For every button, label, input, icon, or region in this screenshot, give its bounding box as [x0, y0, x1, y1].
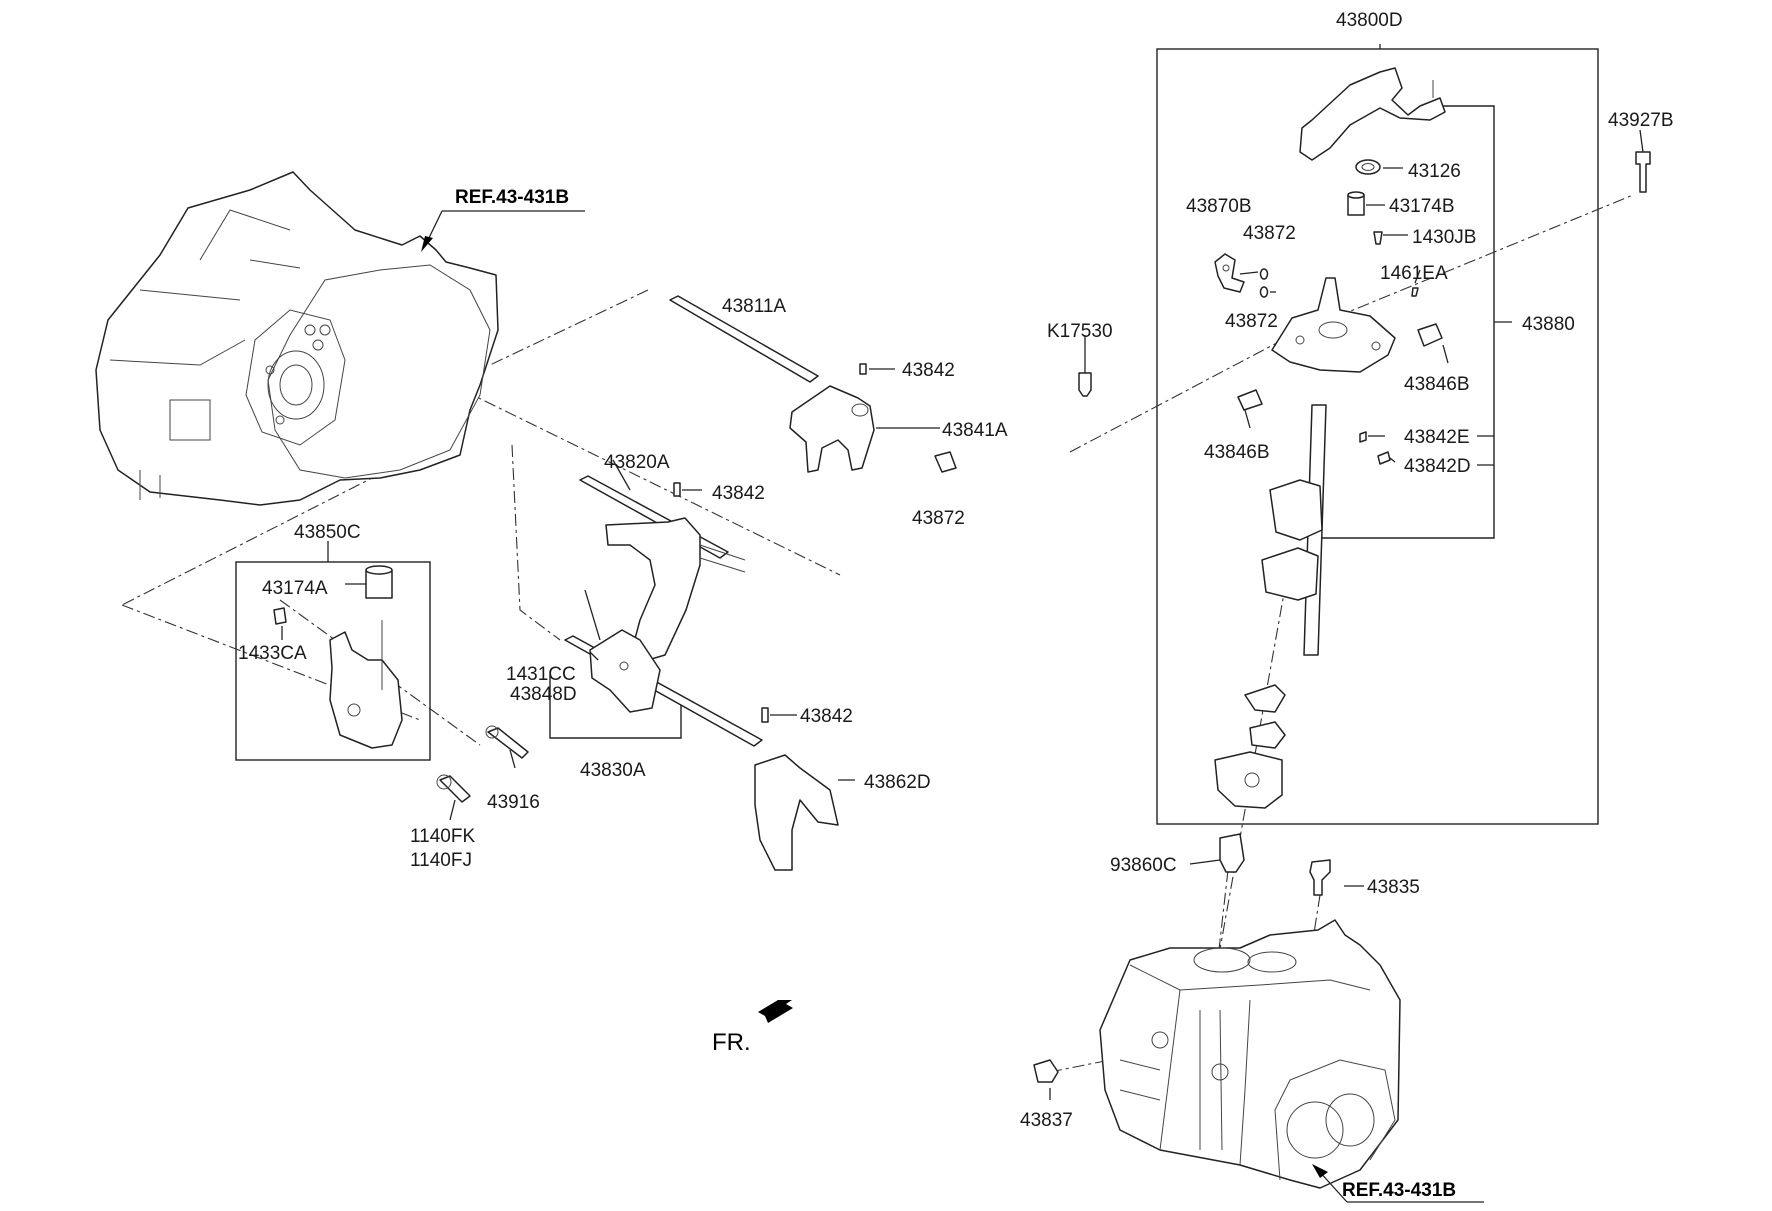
label-43811A: 43811A	[722, 296, 786, 317]
shift-fork-43841A	[789, 385, 875, 473]
shift-lever-43800D	[1299, 67, 1446, 161]
label-43841A: 43841A	[942, 420, 1008, 441]
label-1430JB: 1430JB	[1412, 227, 1476, 248]
centerline-43837	[1049, 1059, 1111, 1073]
leader-lines	[281, 44, 1644, 1100]
selector-parts	[1214, 684, 1286, 809]
label-43916: 43916	[487, 792, 540, 813]
label-93860C: 93860C	[1110, 855, 1177, 876]
front-label: FR.	[712, 1029, 751, 1056]
label-43872-top: 43872	[1243, 223, 1296, 244]
label-43842-c: 43842	[800, 706, 853, 727]
label-43174B: 43174B	[1389, 196, 1455, 217]
label-43880: 43880	[1522, 314, 1575, 335]
label-43800D: 43800D	[1336, 10, 1403, 31]
housing-43880	[1271, 277, 1396, 373]
transmission-case-rear	[1099, 919, 1401, 1189]
bolt-1140FK	[436, 774, 471, 803]
bolt-43916	[485, 725, 529, 759]
pin-1430JB	[1373, 231, 1383, 245]
detent-43870B	[1214, 253, 1245, 293]
label-43862D: 43862D	[864, 772, 931, 793]
label-43872-b: 43872	[912, 508, 965, 529]
label-K17530: K17530	[1047, 321, 1113, 342]
label-43830A: 43830A	[580, 760, 646, 781]
shift-lug-43830A	[589, 629, 661, 713]
label-43835: 43835	[1367, 877, 1420, 898]
bracket-43830A	[549, 675, 682, 739]
plug-43837	[1033, 1059, 1059, 1083]
label-43842D: 43842D	[1404, 456, 1471, 477]
centerline-shaft-3	[121, 604, 421, 721]
label-43174A: 43174A	[262, 578, 328, 599]
shift-fork-43862D	[754, 754, 839, 871]
ref-label-top: REF.43-431B	[455, 187, 569, 208]
label-1433CA: 1433CA	[238, 643, 307, 664]
ref-label-bottom: REF.43-431B	[1342, 1180, 1456, 1201]
plug-43846B-right	[1417, 323, 1443, 347]
label-43870B: 43870B	[1186, 196, 1252, 217]
shift-shaft	[1261, 404, 1327, 656]
switch-93860C	[1219, 833, 1245, 873]
label-43842E: 43842E	[1404, 427, 1470, 448]
label-43848D: 43848D	[510, 684, 577, 705]
pin-43842E	[1359, 431, 1367, 443]
label-43820A: 43820A	[604, 452, 670, 473]
connector-K17530	[1078, 372, 1092, 397]
seal-43126	[1355, 159, 1381, 175]
label-43927B: 43927B	[1608, 110, 1674, 131]
pin-43842D	[1377, 451, 1391, 465]
ball-43872-a	[1259, 268, 1269, 280]
ref-arrow-bottom	[1312, 1164, 1484, 1203]
centerline-shaft-1	[489, 289, 649, 366]
plug-43872-right	[934, 451, 957, 473]
label-43842-a: 43842	[902, 360, 955, 381]
front-arrow-icon	[758, 1000, 793, 1023]
label-43846B-right: 43846B	[1404, 374, 1470, 395]
shift-rail-43811A	[669, 295, 819, 383]
bushing-43174A	[365, 565, 393, 599]
label-43846B-left: 43846B	[1204, 442, 1270, 463]
label-43842-b: 43842	[712, 483, 765, 504]
label-1140FJ: 1140FJ	[410, 850, 472, 871]
label-43837: 43837	[1020, 1110, 1073, 1131]
group-box-43800D	[1156, 48, 1599, 825]
pin-43842-a	[859, 363, 867, 375]
centerline-shaft-5	[511, 444, 561, 641]
centerline-shaft-2	[121, 473, 381, 606]
pin-43842-c	[761, 707, 769, 723]
pin-43842-b	[673, 482, 681, 497]
transmission-case-front	[95, 171, 499, 506]
ref-arrow-top	[421, 210, 585, 252]
label-1140FK: 1140FK	[410, 826, 475, 847]
breather-43835	[1309, 859, 1331, 896]
group-box-43850C	[235, 561, 431, 761]
part-1433CA	[273, 607, 287, 625]
pin-1461EA	[1411, 287, 1419, 297]
bushing-43174B	[1347, 191, 1365, 216]
label-43126: 43126	[1408, 161, 1461, 182]
interlock-43850C	[329, 620, 403, 749]
label-43850C: 43850C	[294, 522, 361, 543]
label-43872-mid: 43872	[1225, 311, 1278, 332]
label-1461EA: 1461EA	[1380, 263, 1448, 284]
bolt-43927B	[1635, 151, 1651, 193]
label-1431CC: 1431CC	[506, 664, 576, 685]
plug-43846B-left	[1237, 389, 1263, 411]
ball-43872-b	[1259, 286, 1269, 298]
